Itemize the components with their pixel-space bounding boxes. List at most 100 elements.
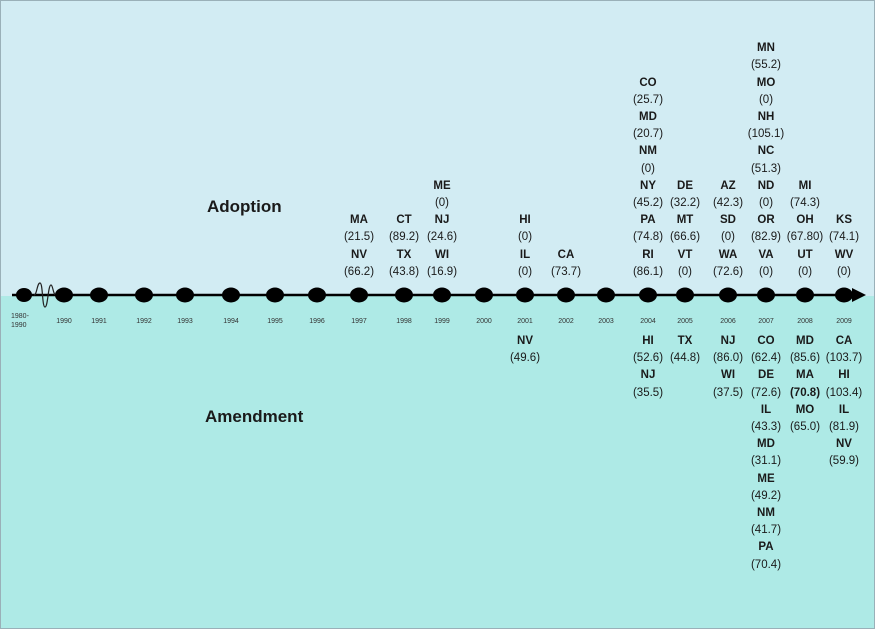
- adoption-value: (74.3): [789, 197, 821, 209]
- adoption-value: (0): [758, 197, 774, 210]
- amendment-value: (37.5): [712, 386, 744, 399]
- adoption-state-va: VA: [758, 248, 774, 261]
- adoption-state-nj: NJ: [434, 214, 450, 227]
- amendment-value: (103.7): [825, 352, 863, 365]
- amendment-value: (81.9): [828, 421, 860, 434]
- amendment-group-2005: TX(44.8): [670, 333, 700, 367]
- year-label-2007: 2007: [758, 318, 774, 325]
- adoption-value: (0): [677, 265, 693, 278]
- adoption-group-1997: MA(21.5)NV(66.2): [344, 212, 374, 281]
- adoption-state-nv: NV: [351, 248, 367, 261]
- amendment-state-ca: CA: [835, 335, 853, 347]
- adoption-value: (24.6): [426, 231, 458, 244]
- adoption-value: (51.3): [750, 162, 782, 175]
- year-marker-2008: [796, 287, 814, 303]
- adoption-state-ks: KS: [836, 214, 852, 227]
- adoption-group-2009: KS (74.1) WV (0): [829, 212, 859, 281]
- adoption-value: (0): [836, 265, 852, 278]
- adoption-group-1998: CT(89.2)TX(43.8): [389, 212, 419, 281]
- year-marker-2000: [475, 287, 493, 303]
- year-marker-2009: [835, 287, 853, 303]
- adoption-state-ny: NY: [640, 179, 656, 192]
- adoption-state-ct: CT: [396, 214, 412, 227]
- amendment-value: (70.4): [750, 558, 782, 571]
- adoption-value: (45.2): [632, 197, 664, 210]
- axis-arrow: [852, 288, 866, 302]
- amendment-group-2001: NV (49.6): [510, 333, 540, 367]
- year-marker-1992: [135, 287, 153, 303]
- year-label-2005: 2005: [677, 318, 693, 325]
- year-label-2003: 2003: [598, 318, 614, 325]
- adoption-value: (20.7): [632, 128, 664, 141]
- adoption-value: (55.2): [750, 59, 782, 72]
- amendment-state-ma: MA: [796, 369, 814, 382]
- year-label-2009: 2009: [836, 318, 852, 325]
- amendment-heading: Amendment: [205, 407, 304, 426]
- adoption-value: (43.8): [388, 265, 420, 278]
- amendment-state-il: IL: [760, 403, 772, 416]
- year-label-1992: 1992: [136, 318, 152, 325]
- adoption-state-hi: HI: [519, 214, 531, 227]
- amendment-value: (62.4): [750, 352, 782, 365]
- year-marker-start: [16, 288, 32, 302]
- adoption-state-wv: WV: [834, 248, 854, 261]
- adoption-value: (0): [797, 265, 813, 278]
- year-marker-1994: [222, 287, 240, 303]
- amendment-group-2009: CA(103.7)HI(103.4)IL(81.9)NV(59.9): [826, 333, 862, 471]
- amendment-value: (31.1): [750, 455, 782, 468]
- year-marker-1990: [55, 287, 73, 303]
- amendment-state-hi: HI: [838, 369, 850, 382]
- adoption-value: (0): [720, 231, 736, 244]
- amendment-state-nj: NJ: [720, 335, 736, 347]
- year-marker-2005: [676, 287, 694, 303]
- year-label-2004: 2004: [640, 318, 656, 325]
- year-marker-1998: [395, 287, 413, 303]
- adoption-group-2007: MN(55.2)MO(0)NH(105.1)NC(51.3)ND(0)OR(82…: [748, 40, 784, 281]
- amendment-value: (49.6): [509, 352, 541, 365]
- adoption-heading: Adoption: [207, 197, 282, 216]
- adoption-state-ut: UT: [797, 248, 813, 261]
- adoption-value: (67.80): [786, 231, 824, 244]
- adoption-value: (74.8): [632, 231, 664, 244]
- amendment-value: (43.3): [750, 421, 782, 434]
- amendment-state-nv: NV: [517, 335, 533, 347]
- amendment-state-me: ME: [757, 472, 775, 485]
- year-label-2006: 2006: [720, 318, 736, 325]
- year-label-2008: 2008: [797, 318, 813, 325]
- amendment-state-md: MD: [796, 335, 814, 347]
- adoption-state-me: ME: [433, 179, 451, 192]
- adoption-state-oh: OH: [796, 214, 814, 227]
- adoption-group-2006: AZ(42.3)SD(0)WA(72.6): [713, 178, 743, 281]
- amendment-state-co: CO: [757, 335, 775, 347]
- amendment-value: (70.8): [789, 386, 821, 399]
- adoption-state-az: AZ: [720, 179, 736, 192]
- adoption-group-2004: CO(25.7)MD(20.7)NM(0)NY(45.2)PA(74.8)RI(…: [633, 75, 663, 281]
- adoption-state-sd: SD: [720, 214, 736, 227]
- year-label-1990: 1990: [56, 318, 72, 325]
- amendment-state-pa: PA: [758, 541, 774, 554]
- adoption-state-mo: MO: [756, 76, 776, 89]
- amendment-value: (41.7): [750, 524, 782, 537]
- amendment-value: (85.6): [789, 352, 821, 365]
- amendment-state-tx: TX: [677, 335, 693, 347]
- year-marker-2001: [516, 287, 534, 303]
- start-range-line-2: 1990: [11, 322, 27, 329]
- adoption-value: (32.2): [669, 197, 701, 209]
- amendment-state-nm: NM: [757, 507, 775, 520]
- amendment-value: (35.5): [632, 386, 664, 399]
- adoption-state-vt: VT: [677, 248, 693, 261]
- amendment-value: (59.9): [828, 455, 860, 468]
- amendment-state-nv: NV: [836, 438, 852, 451]
- year-marker-1996: [308, 287, 326, 303]
- amendment-state-de: DE: [758, 369, 774, 382]
- adoption-value: (74.1): [828, 231, 860, 244]
- year-marker-2007: [757, 287, 775, 303]
- adoption-value: (82.9): [750, 231, 782, 244]
- adoption-group-2008: MI (74.3) OH (67.80) UT (0): [787, 178, 823, 281]
- amendment-value: (86.0): [712, 352, 744, 365]
- year-label-1994: 1994: [223, 318, 239, 325]
- adoption-state-mi: MI: [798, 179, 812, 192]
- year-label-1999: 1999: [434, 318, 450, 325]
- adoption-value: (25.7): [632, 93, 664, 106]
